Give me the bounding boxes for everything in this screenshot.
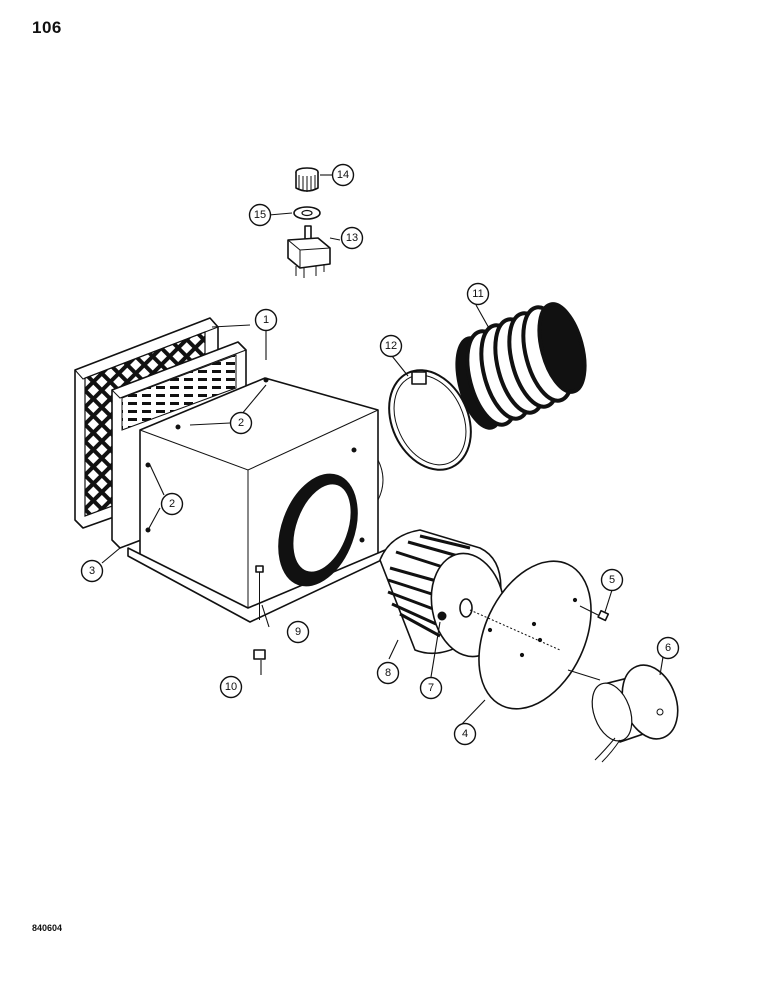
callout-10: 10: [219, 675, 243, 699]
callout-6-label: 6: [665, 642, 671, 654]
callout-7-label: 7: [428, 682, 434, 694]
callout-4-label: 4: [462, 728, 468, 740]
callout-3-label: 3: [89, 565, 95, 577]
screw-part: [579, 605, 610, 622]
motor-mount-plate-part: [469, 560, 592, 710]
heater-switch-assembly: [287, 167, 331, 278]
callout-2a: 2: [229, 411, 253, 435]
blower-motor-part: [567, 664, 679, 763]
callout-11-label: 11: [472, 288, 483, 300]
callout-8-label: 8: [385, 667, 391, 679]
page-number: 106: [32, 18, 62, 37]
switch-part: [287, 225, 331, 278]
callout-13-label: 13: [346, 232, 358, 244]
callout-5: 5: [600, 568, 624, 592]
hose-clamp-part: [388, 369, 472, 471]
callout-12: 12: [379, 334, 403, 358]
callout-5-label: 5: [609, 574, 615, 586]
callout-14-label: 14: [337, 169, 349, 181]
callout-7: 7: [419, 676, 443, 700]
nut-part: [293, 206, 321, 220]
callout-4: 4: [453, 722, 477, 746]
callout-6: 6: [656, 636, 680, 660]
callout-8: 8: [376, 661, 400, 685]
drawing-code: 840604: [32, 923, 63, 933]
callout-14: 14: [331, 163, 355, 187]
callout-2b-label: 2: [169, 498, 175, 510]
callout-15-label: 15: [254, 209, 266, 221]
knob-part: [295, 167, 319, 192]
bolt-part: [255, 565, 264, 620]
callout-13: 13: [340, 226, 364, 250]
callout-15: 15: [248, 203, 272, 227]
callout-2a-label: 2: [238, 417, 244, 429]
callout-3: 3: [80, 559, 104, 583]
flex-hose-part: [455, 302, 587, 430]
callout-1: 1: [254, 308, 278, 332]
callout-12-label: 12: [385, 340, 397, 352]
callout-11: 11: [466, 282, 490, 306]
callout-10-label: 10: [225, 681, 237, 693]
nut-bottom-part: [253, 649, 266, 660]
leader-lines: [101, 174, 664, 726]
callout-9-label: 9: [295, 626, 301, 638]
callout-1-label: 1: [263, 314, 269, 326]
callout-9: 9: [286, 620, 310, 644]
callout-2b: 2: [160, 492, 184, 516]
